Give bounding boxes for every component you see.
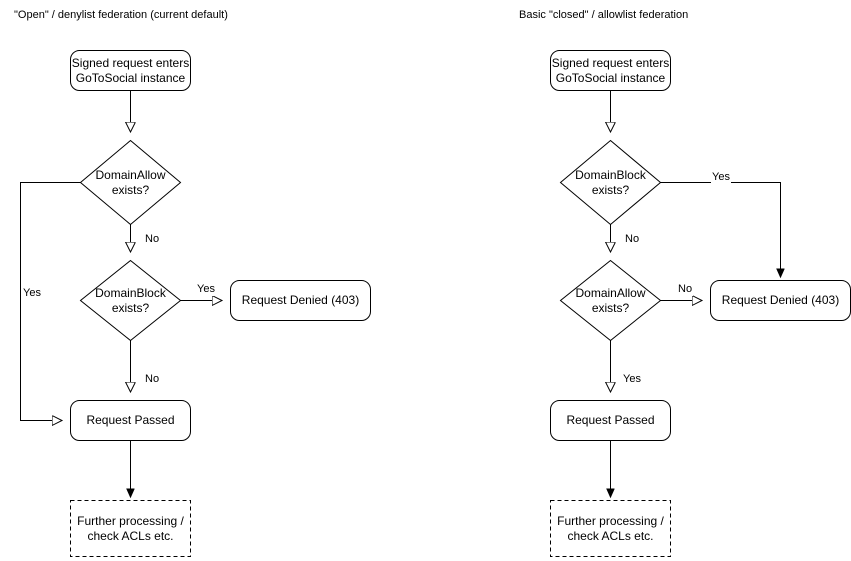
node-passed-right-shape [550,400,671,441]
node-domainallow-left-shape [79,139,182,226]
node-passed-left-shape [70,400,191,441]
node-domainblock-right-shape [559,139,662,226]
node-further-right-shape [550,500,671,557]
node-further-left-shape [70,500,191,557]
edge-label-domainblock-right-yes: Yes [711,171,731,184]
edge-label-domainallow-right-no: No [677,283,694,296]
edge-label-domainallow-left-no: No [144,233,161,246]
node-denied-left-shape [230,280,371,321]
edge-label-domainallow-right-yes: Yes [622,373,642,386]
edge-label-domainblock-left-yes: Yes [196,283,216,296]
edge-label-domainblock-right-no: No [624,233,641,246]
edge-domainallow-yes [20,182,81,421]
edge-domainblock-right-yes [660,182,781,278]
panel-title-closed-allowlist: Basic "closed" / allowlist federation [519,9,689,21]
edge-label-domainblock-left-no: No [144,373,161,386]
node-denied-right-shape [710,280,851,321]
edge-label-domainallow-left-yes: Yes [22,287,42,300]
panel-title-open-denylist: "Open" / denylist federation (current de… [14,9,228,21]
node-domainblock-left-shape [79,259,182,342]
node-start-left-shape [70,50,191,91]
node-start-right-shape [550,50,671,91]
node-domainallow-right-shape [559,259,662,342]
